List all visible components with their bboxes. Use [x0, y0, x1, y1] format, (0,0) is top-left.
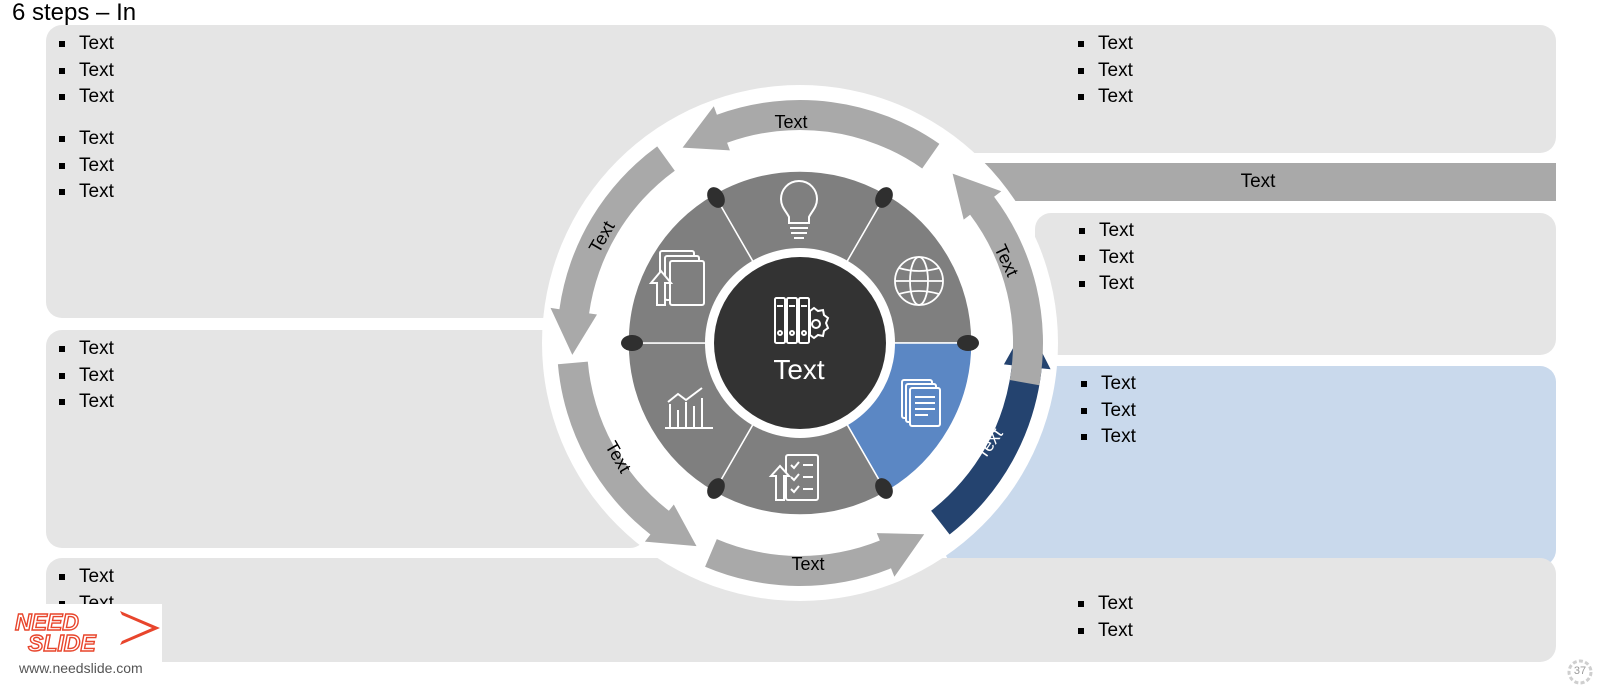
logo-slide: SLIDE [28, 630, 96, 656]
list-item: Text [58, 126, 114, 153]
center-label: Text [773, 354, 825, 385]
logo-need: NEED [15, 609, 79, 635]
page-number-badge: 37 [1566, 658, 1594, 686]
list-item: Text [58, 31, 114, 58]
bullet-list-left-2: Text Text Text [58, 336, 114, 416]
list-item: Text [1078, 218, 1134, 245]
panel-right-1 [1035, 213, 1556, 355]
bullet-list-left-1: Text Text Text [58, 126, 114, 206]
list-item: Text [1077, 84, 1133, 111]
list-item: Text [58, 58, 114, 85]
list-item: Text [58, 564, 114, 591]
list-item: Text [1077, 591, 1133, 618]
bullet-list-right-2: Text Text Text [1080, 371, 1136, 451]
list-item: Text [1077, 618, 1133, 645]
list-item: Text [58, 84, 114, 111]
needslide-logo: NEED SLIDE www.needslide.com [0, 604, 162, 686]
lightbulb-icon [779, 179, 819, 239]
arrow-label-bottom: Text [791, 554, 824, 574]
segment-fold [957, 335, 979, 351]
bar-chart-icon [665, 387, 713, 429]
arrow-bottom [705, 533, 925, 586]
slide-title: 6 steps – In [12, 0, 137, 26]
bullet-list-bottom-right: Text Text [1077, 591, 1133, 644]
list-item: Text [1077, 58, 1133, 85]
arrow-upper-left [550, 146, 675, 355]
list-item: Text [58, 153, 114, 180]
segment-ring [627, 170, 973, 516]
segment-fold [707, 478, 725, 499]
upload-files-icon [648, 250, 705, 306]
list-item: Text [58, 363, 114, 390]
list-item: Text [1080, 398, 1136, 425]
documents-icon [901, 379, 941, 427]
checklist-icon [768, 454, 819, 501]
bullet-list-top-right: Text Text Text [1077, 31, 1133, 111]
bullet-list-top-left: Text Text Text [58, 31, 114, 111]
logo-url: www.needslide.com [19, 660, 143, 676]
segment-folds [621, 187, 979, 499]
gear-icon [1567, 659, 1593, 685]
list-item: Text [1077, 31, 1133, 58]
list-item: Text [1080, 371, 1136, 398]
segment-fold [875, 478, 893, 499]
input-bar-label: Text [1240, 171, 1276, 192]
globe-icon [894, 256, 944, 306]
page-number: 37 [1573, 665, 1587, 677]
input-bar: Text [960, 163, 1556, 201]
logo-mark: NEED SLIDE [14, 608, 160, 657]
arrow-lower-left [557, 361, 697, 547]
bullet-list-right-1: Text Text Text [1078, 218, 1134, 298]
segment-fold [621, 335, 643, 351]
list-item: Text [58, 336, 114, 363]
segment-fold [707, 187, 725, 208]
arrow-upper-right [952, 173, 1043, 386]
list-item: Text [58, 389, 114, 416]
list-item: Text [1080, 424, 1136, 451]
outer-arrow-ring [550, 100, 1051, 586]
arrow-top [682, 100, 940, 169]
segment-fold [875, 187, 893, 208]
arrow-label-top: Text [774, 112, 807, 132]
list-item: Text [1078, 245, 1134, 272]
list-item: Text [58, 179, 114, 206]
binders-gear-icon [774, 297, 830, 344]
list-item: Text [1078, 271, 1134, 298]
